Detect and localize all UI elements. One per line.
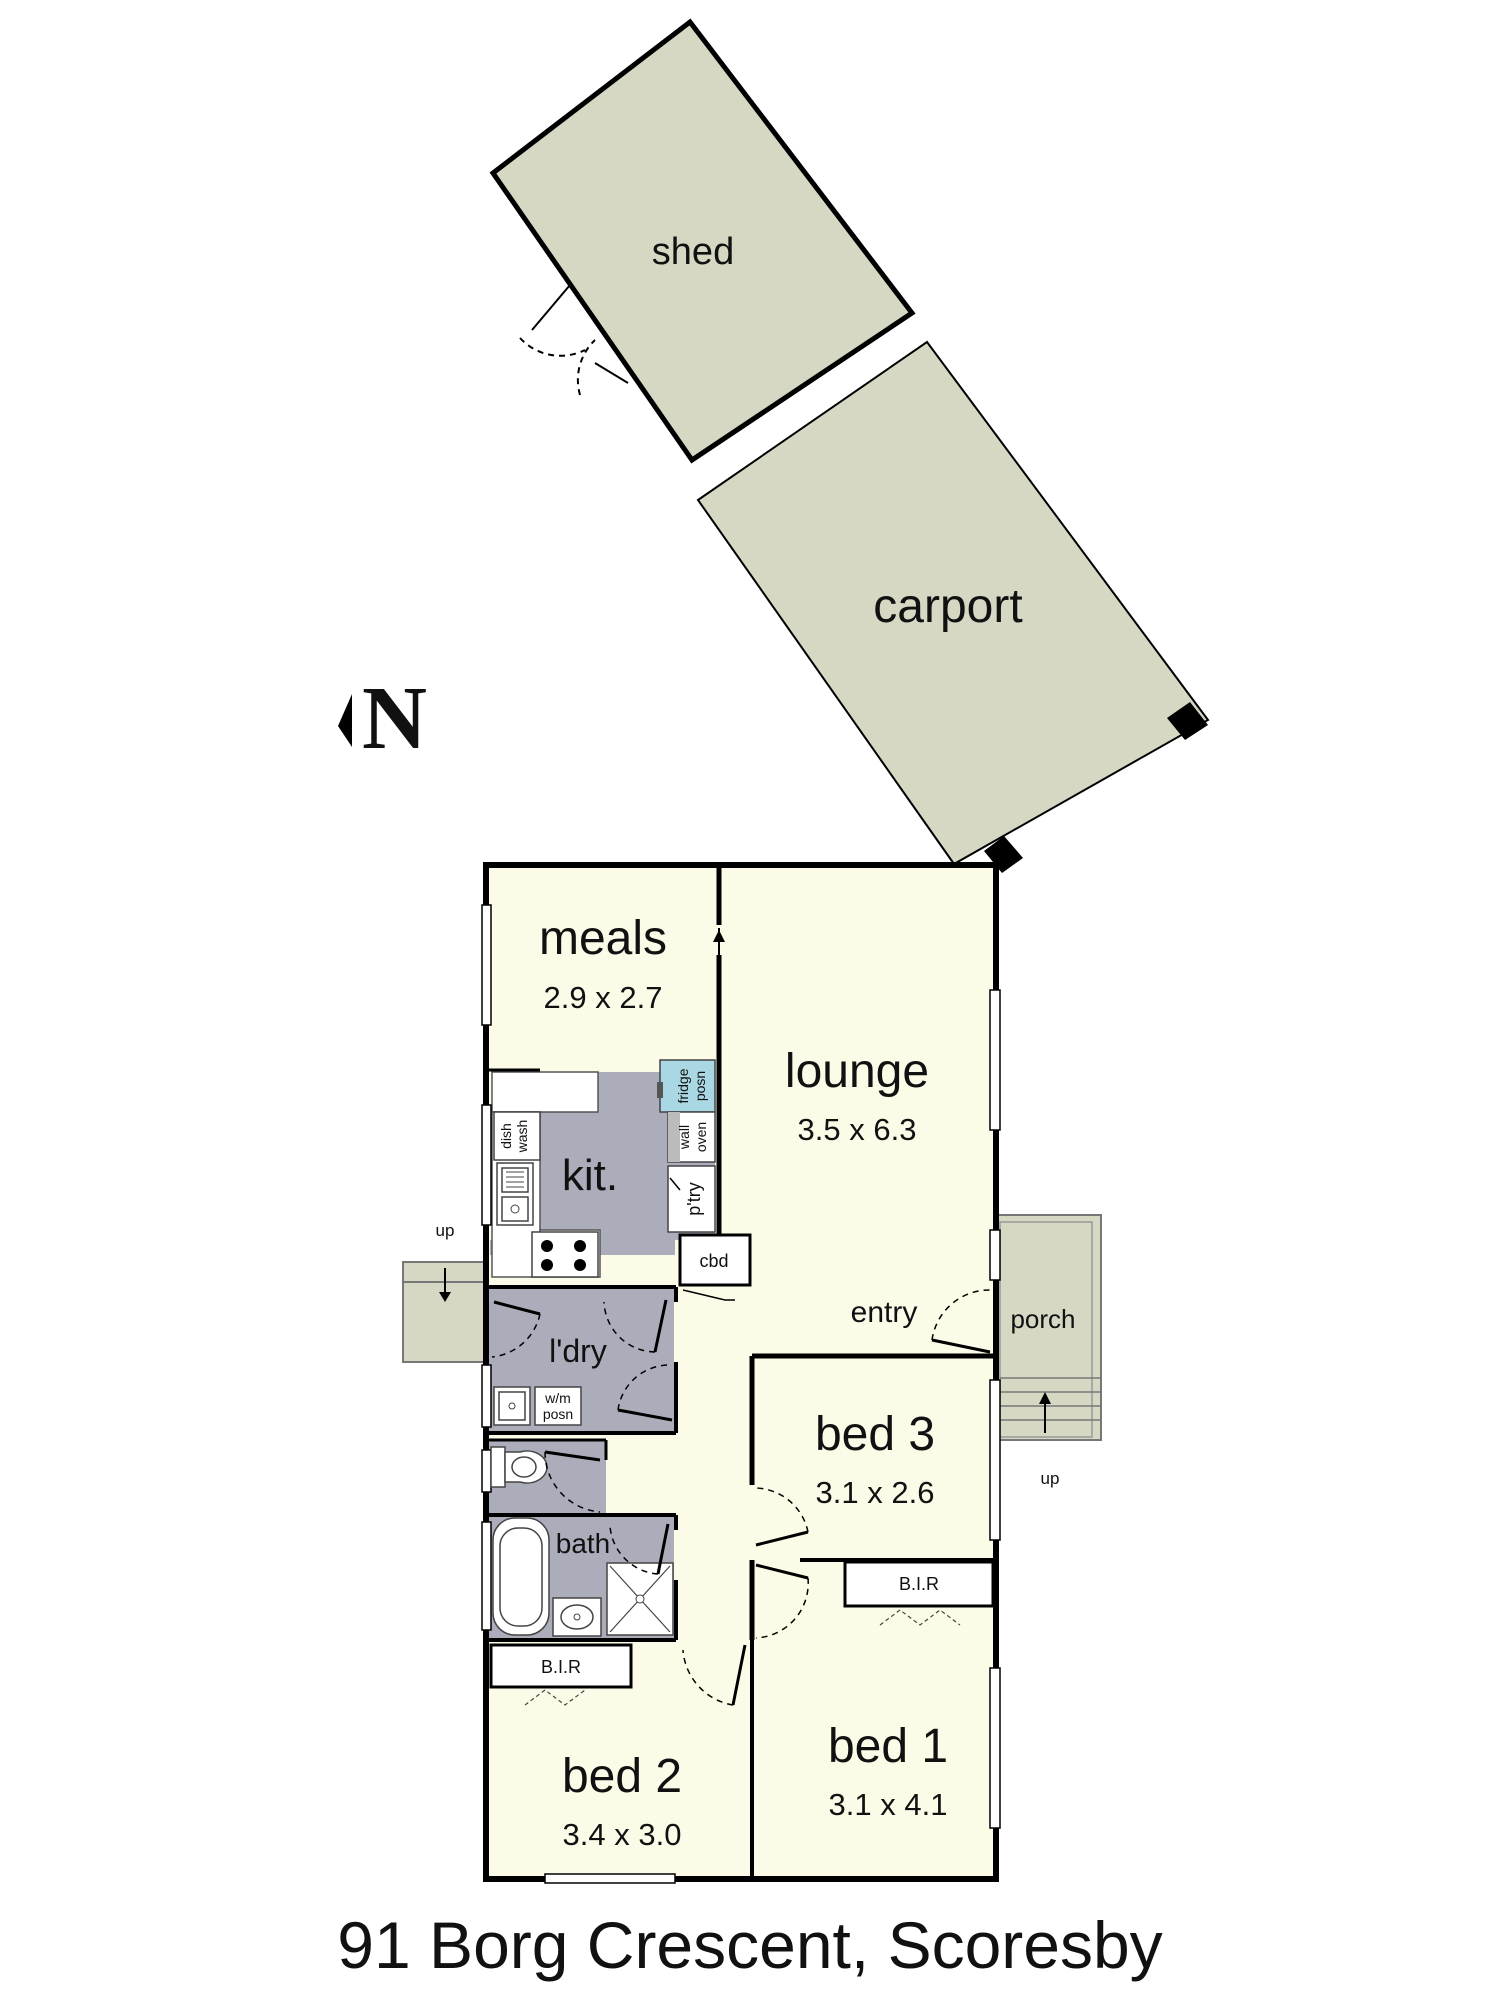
laundry-trough bbox=[493, 1386, 531, 1426]
bed2-dims: 3.4 x 3.0 bbox=[563, 1817, 682, 1852]
vanity-basin bbox=[552, 1597, 602, 1637]
left-steps-up-label: up bbox=[436, 1221, 455, 1240]
bed2-name: bed 2 bbox=[562, 1750, 682, 1803]
bir-bed1-label: B.I.R bbox=[899, 1574, 939, 1594]
pantry: p'try bbox=[667, 1165, 716, 1233]
doors bbox=[491, 1289, 991, 1706]
shower bbox=[606, 1562, 674, 1636]
north-label: N bbox=[362, 669, 427, 768]
bed3-dims: 3.1 x 2.6 bbox=[816, 1475, 935, 1510]
bed1-name: bed 1 bbox=[828, 1720, 948, 1773]
address-title: 91 Borg Crescent, Scoresby bbox=[337, 1908, 1162, 1982]
carport-outline bbox=[696, 340, 1210, 866]
bir-bed2: B.I.R bbox=[489, 1643, 633, 1706]
dish-wash-label-2: wash bbox=[514, 1120, 530, 1154]
porch-up-label: up bbox=[1041, 1469, 1060, 1488]
left-steps: up bbox=[402, 1221, 488, 1363]
porch-label: porch bbox=[1010, 1304, 1075, 1334]
carport: carport bbox=[696, 340, 1210, 873]
wall-oven-label-1: wall bbox=[676, 1125, 692, 1150]
carport-post-2 bbox=[984, 836, 1023, 873]
wall-oven: wall oven bbox=[667, 1111, 716, 1163]
carport-label: carport bbox=[873, 580, 1022, 633]
bath-label: bath bbox=[556, 1528, 611, 1559]
washing-machine-position: w/m posn bbox=[534, 1386, 582, 1426]
cbd-label: cbd bbox=[699, 1251, 728, 1271]
porch-deck: porch up bbox=[996, 1214, 1102, 1488]
bir-bed1: B.I.R bbox=[843, 1560, 995, 1626]
wall-oven-label-2: oven bbox=[693, 1122, 709, 1152]
north-arrow-icon bbox=[338, 694, 352, 747]
lounge-dims: 3.5 x 6.3 bbox=[798, 1112, 917, 1147]
kitchen-label: kit. bbox=[562, 1151, 618, 1200]
cooktop bbox=[531, 1231, 599, 1278]
dishwasher: dish wash bbox=[493, 1111, 541, 1161]
meals-opening bbox=[713, 928, 725, 955]
kitchen-sink bbox=[496, 1162, 534, 1226]
linen-cupboard: cbd bbox=[678, 1233, 752, 1301]
dish-wash-label-1: dish bbox=[498, 1123, 514, 1149]
bed1-dims: 3.1 x 4.1 bbox=[829, 1787, 948, 1822]
lounge-name: lounge bbox=[785, 1045, 929, 1098]
fridge-label-2: posn bbox=[692, 1071, 708, 1101]
wm-label-1: w/m bbox=[544, 1390, 571, 1406]
pantry-label: p'try bbox=[684, 1182, 704, 1215]
north-arrow: N bbox=[338, 669, 427, 768]
toilet bbox=[490, 1446, 548, 1488]
room-labels: meals 2.9 x 2.7 lounge 3.5 x 6.3 entry b… bbox=[539, 912, 948, 1852]
bathtub bbox=[492, 1517, 550, 1636]
meals-dims: 2.9 x 2.7 bbox=[544, 980, 663, 1015]
meals-name: meals bbox=[539, 912, 667, 965]
shed-label: shed bbox=[652, 231, 734, 273]
walls bbox=[483, 862, 999, 1882]
bed3-name: bed 3 bbox=[815, 1408, 935, 1461]
fridge-position: fridge posn bbox=[657, 1059, 716, 1113]
bir-bed2-label: B.I.R bbox=[541, 1657, 581, 1677]
windows bbox=[481, 904, 1001, 1884]
wm-label-2: posn bbox=[543, 1406, 573, 1422]
shed-doors bbox=[519, 284, 629, 396]
shed-outline bbox=[489, 18, 916, 464]
fridge-label-1: fridge bbox=[675, 1068, 691, 1103]
carport-post-1 bbox=[1167, 702, 1208, 740]
laundry-label: l'dry bbox=[549, 1333, 607, 1369]
entry-label: entry bbox=[851, 1296, 918, 1329]
shed: shed bbox=[489, 18, 916, 464]
